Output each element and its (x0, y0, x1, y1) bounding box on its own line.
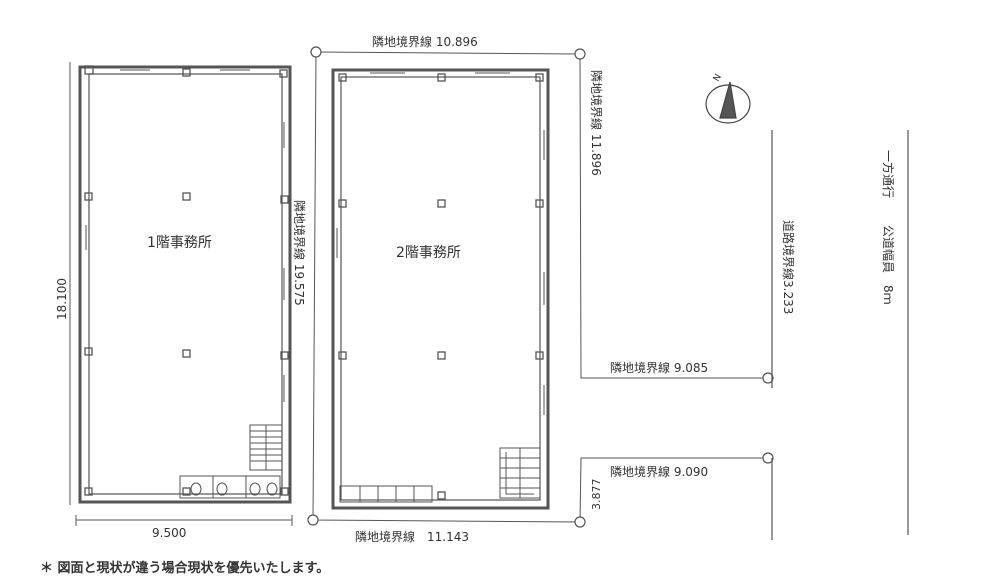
second-floor-inner-wall (340, 76, 541, 501)
footnote: ＊ 図面と現状が違う場合現状を優先いたします。 (40, 560, 329, 576)
second-floor-label: 2階事務所 (396, 245, 461, 261)
north-label: N (712, 73, 724, 84)
north-arrow (705, 81, 751, 124)
second-floor-outer-wall (331, 68, 550, 510)
first-floor-label: 1階事務所 (147, 235, 212, 251)
road-boundary-label: 道路境界線3.233 (781, 220, 796, 314)
boundary-mid-label: 隣地境界線 9.085 (610, 360, 708, 375)
boundary-lower-label: 隣地境界線 9.090 (610, 464, 708, 479)
public-road-width-label: 公道幅員 8ｍ (881, 225, 896, 305)
first-floor-plan (78, 65, 292, 504)
boundary-right-upper-label: 隣地境界線 11.896 (589, 70, 604, 176)
second-floor-plan (331, 68, 550, 510)
boundary-top-label: 隣地境界線 10.896 (372, 34, 478, 49)
first-floor-width-dim: 9.500 (152, 526, 186, 540)
first-floor-height-dim: 18.100 (55, 278, 69, 320)
second-floor-windows (336, 72, 545, 415)
small-dimension-label: 3.877 (590, 479, 603, 511)
boundary-bottom-label: 隣地境界線 11.143 (355, 529, 469, 544)
first-floor-toilets (179, 475, 281, 499)
first-floor-outer-wall (78, 65, 292, 504)
boundary-markers (307, 46, 774, 528)
road-lines (771, 130, 909, 540)
first-floor-dimension-lines (69, 62, 293, 526)
second-floor-toilets (339, 485, 433, 503)
first-floor-stair (249, 424, 283, 471)
second-floor-stair (499, 447, 541, 499)
first-floor-columns (84, 65, 289, 496)
first-floor-windows (85, 69, 285, 402)
boundary-left-label: 隣地境界線 19.575 (292, 200, 307, 306)
first-floor-inner-wall (88, 73, 283, 495)
one-way-label: 一方通行 (881, 150, 896, 198)
second-floor-columns (338, 73, 544, 500)
